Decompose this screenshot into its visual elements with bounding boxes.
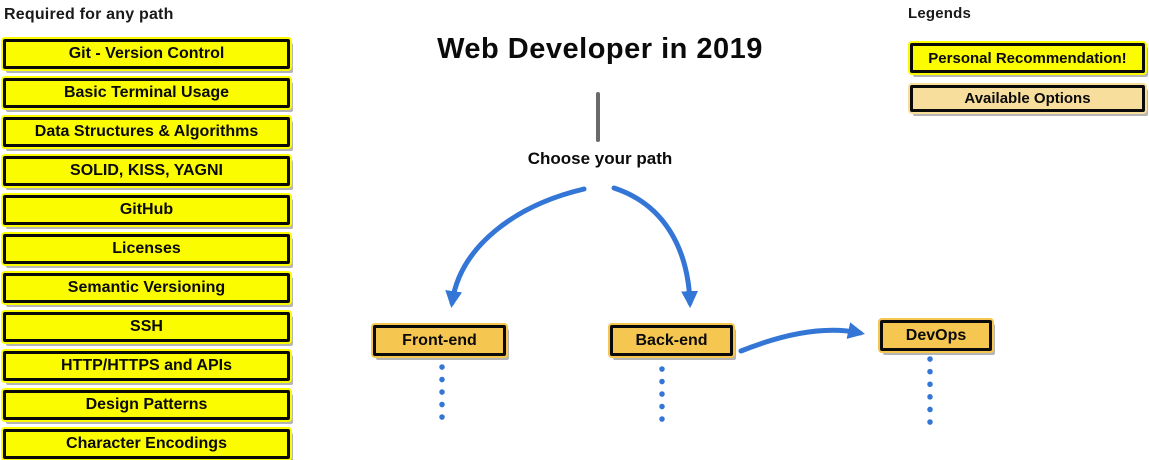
- legend-available-options: Available Options: [910, 85, 1145, 112]
- required-item-semantic-versioning: Semantic Versioning: [3, 273, 290, 303]
- required-item-github: GitHub: [3, 195, 290, 225]
- arrow-back-end-to-devops: [738, 322, 865, 354]
- required-item-git: Git - Version Control: [3, 39, 290, 69]
- required-item-licenses: Licenses: [3, 234, 290, 264]
- legend-personal-recommendation: Personal Recommendation!: [910, 43, 1145, 73]
- arrow-to-front-end: [445, 186, 587, 309]
- legend-title: Legends: [908, 5, 972, 22]
- required-item-terminal: Basic Terminal Usage: [3, 78, 290, 108]
- required-list: Git - Version Control Basic Terminal Usa…: [3, 39, 290, 459]
- path-node-front-end: Front-end: [373, 325, 506, 356]
- required-item-solid-kiss-yagni: SOLID, KISS, YAGNI: [3, 156, 290, 186]
- path-node-back-end: Back-end: [610, 325, 733, 356]
- required-item-data-structures: Data Structures & Algorithms: [3, 117, 290, 147]
- required-item-ssh: SSH: [3, 312, 290, 342]
- path-node-devops: DevOps: [880, 320, 992, 351]
- required-item-character-encodings: Character Encodings: [3, 429, 290, 459]
- required-item-design-patterns: Design Patterns: [3, 390, 290, 420]
- arrow-to-back-end: [611, 185, 699, 309]
- choose-your-path-label: Choose your path: [527, 149, 673, 168]
- required-section-title: Required for any path: [4, 6, 174, 23]
- page-title: Web Developer in 2019: [437, 33, 763, 65]
- required-item-http-apis: HTTP/HTTPS and APIs: [3, 351, 290, 381]
